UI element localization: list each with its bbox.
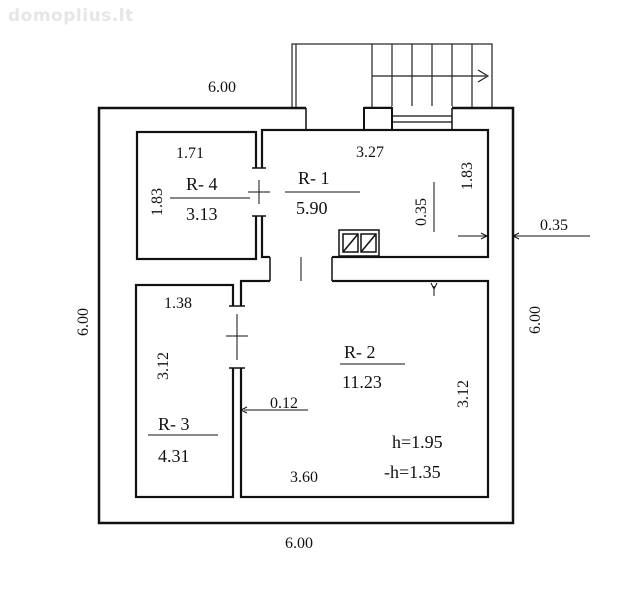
dim-r2-width: 3.60 (290, 469, 318, 486)
dim-r4-width: 1.71 (176, 145, 204, 162)
dim-r3-width: 1.38 (164, 295, 192, 312)
dim-bottom: 6.00 (285, 535, 313, 552)
room-r3-area: 4.31 (158, 446, 190, 466)
room-r2-name: R- 2 (344, 342, 376, 362)
dim-r1-width: 3.27 (356, 144, 384, 161)
dim-right: 6.00 (527, 306, 544, 334)
dim-r1-inner: 0.35 (413, 198, 430, 226)
dim-top: 6.00 (208, 79, 236, 96)
entrance-door (305, 106, 453, 132)
interior-doors (226, 167, 333, 369)
room-r4-name: R- 4 (186, 174, 218, 194)
dim-r4-height: 1.83 (149, 188, 166, 216)
room-r3-name: R- 3 (158, 414, 190, 434)
room-r1-name: R- 1 (298, 168, 330, 188)
room-r4-area: 3.13 (186, 204, 218, 224)
dim-wall: 0.35 (540, 217, 568, 234)
watermark: domoplius.lt (8, 6, 134, 26)
dim-r1-height: 1.83 (459, 162, 476, 190)
room-r2-area: 11.23 (342, 372, 382, 392)
depth-label: -h=1.35 (384, 462, 441, 482)
stove-icon (338, 229, 380, 257)
height-label: h=1.95 (392, 432, 443, 452)
dim-partition: 0.12 (270, 395, 298, 412)
room-r3 (134, 283, 235, 499)
dim-r2-height: 3.12 (455, 380, 472, 408)
stairs (291, 43, 493, 109)
dimension-lines (148, 182, 590, 436)
dim-r3-height: 3.12 (155, 352, 172, 380)
dim-left: 6.00 (75, 308, 92, 336)
room-r1-area: 5.90 (296, 198, 328, 218)
room-r2 (239, 279, 490, 499)
